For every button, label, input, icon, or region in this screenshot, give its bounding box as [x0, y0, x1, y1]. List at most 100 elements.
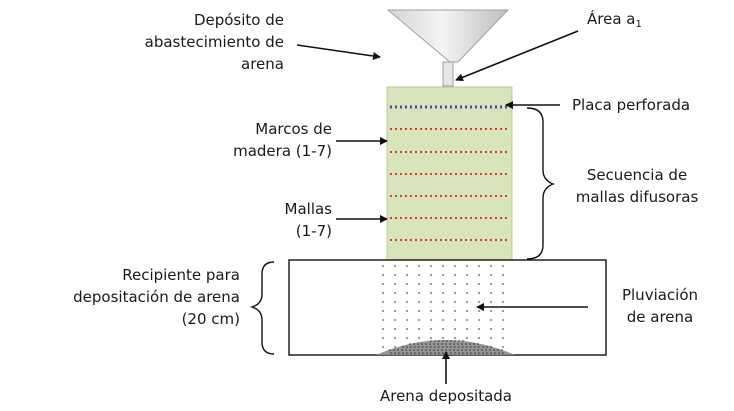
pile-grain [414, 346, 416, 348]
sand-grain [382, 274, 384, 276]
sand-grain [478, 310, 480, 312]
pile-grain [490, 346, 492, 348]
pile-grain [430, 346, 432, 348]
sand-grain [418, 301, 420, 303]
pile-grain [462, 352, 464, 354]
sand-grain [418, 265, 420, 267]
pile-grain [501, 349, 503, 351]
label-sand-hopper-line-1: Depósito de [193, 11, 284, 29]
sand-grain [454, 292, 456, 294]
sand-grain [478, 274, 480, 276]
pile-grain [497, 349, 499, 351]
sand-grain [478, 328, 480, 330]
pile-grain [466, 352, 468, 354]
pile-grain [402, 352, 404, 354]
sand-grain [490, 283, 492, 285]
sand-grain [466, 337, 468, 339]
sand-grain [406, 310, 408, 312]
pile-grain [417, 343, 419, 345]
pile-grain [450, 340, 452, 342]
sand-grain [406, 337, 408, 339]
sand-grain [394, 337, 396, 339]
pile-grain [481, 349, 483, 351]
pile-grain [413, 349, 415, 351]
sand-grain [418, 292, 420, 294]
pile-grain [457, 343, 459, 345]
pile-grain [470, 352, 472, 354]
pile-grain [449, 343, 451, 345]
pile-grain [437, 343, 439, 345]
pile-grain [493, 349, 495, 351]
pile-grain [486, 346, 488, 348]
sand-grain [442, 301, 444, 303]
pile-grain [465, 343, 467, 345]
pile-grain [466, 346, 468, 348]
sand-grain [430, 292, 432, 294]
label-wood-frames: Marcos de madera (1-7) [226, 118, 332, 162]
pile-grain [438, 340, 440, 342]
pile-grain [445, 343, 447, 345]
sand-grain [418, 328, 420, 330]
label-diffuser-sequence: Secuencia de mallas difusoras [562, 164, 712, 208]
pile-grain [406, 346, 408, 348]
pile-grain [446, 346, 448, 348]
sand-grain [430, 328, 432, 330]
sand-grain [394, 346, 396, 348]
pile-grain [458, 340, 460, 342]
pile-grain [462, 346, 464, 348]
label-perforated-plate: Placa perforada [572, 94, 690, 116]
sand-grain [382, 283, 384, 285]
sand-grain [430, 337, 432, 339]
sand-grain [466, 328, 468, 330]
pile-grain [450, 346, 452, 348]
sand-grain [406, 319, 408, 321]
sand-grain [418, 310, 420, 312]
sand-grain [466, 283, 468, 285]
sand-grain [418, 319, 420, 321]
sand-grain [442, 292, 444, 294]
pile-grain [454, 346, 456, 348]
label-meshes-line-1: Mallas [284, 200, 332, 218]
sand-grain [454, 319, 456, 321]
pile-grain [409, 343, 411, 345]
sand-grain [394, 319, 396, 321]
pile-grain [441, 343, 443, 345]
pile-grain [498, 352, 500, 354]
label-diffuser-sequence-line-1: Secuencia de [586, 166, 688, 184]
pile-grain [410, 346, 412, 348]
sand-grain [430, 274, 432, 276]
label-container: Recipiente para depositación de arena (2… [60, 264, 240, 330]
sand-grain [466, 319, 468, 321]
pile-grain [458, 352, 460, 354]
pile-grain [442, 352, 444, 354]
sand-grain [490, 319, 492, 321]
pile-grain [474, 346, 476, 348]
pile-grain [454, 352, 456, 354]
arrow-area [455, 30, 579, 82]
pile-grain [421, 349, 423, 351]
sand-grain [454, 283, 456, 285]
pile-grain [489, 349, 491, 351]
pile-grain [462, 340, 464, 342]
pile-grain [482, 346, 484, 348]
pile-grain [469, 349, 471, 351]
sand-grain [406, 283, 408, 285]
sand-grain [454, 337, 456, 339]
label-area-main: Área a [587, 10, 636, 28]
sand-grain [502, 283, 504, 285]
sand-grain [382, 265, 384, 267]
sand-grain [394, 265, 396, 267]
label-container-line-3: (20 cm) [181, 310, 240, 328]
sand-grain [502, 292, 504, 294]
sand-grain [502, 346, 504, 348]
pile-grain [442, 340, 444, 342]
sand-grain [478, 319, 480, 321]
pile-grain [389, 349, 391, 351]
pile-grain [457, 349, 459, 351]
pile-grain [433, 349, 435, 351]
sand-grain [418, 274, 420, 276]
sand-grain [502, 337, 504, 339]
label-perforated-plate-text: Placa perforada [572, 96, 691, 114]
label-pluviation: Pluviación de arena [605, 284, 715, 328]
